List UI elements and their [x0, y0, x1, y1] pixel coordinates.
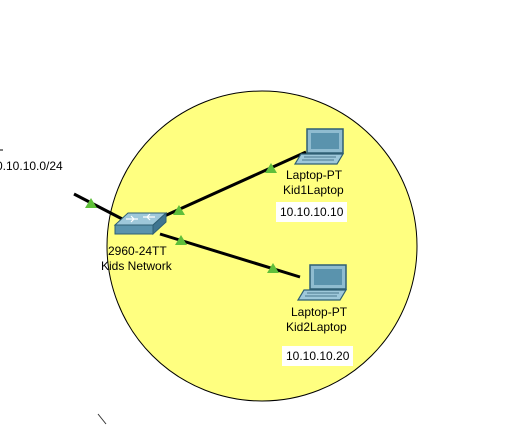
switch-icon[interactable]	[113, 211, 168, 236]
link-indicator-switch-laptop2	[175, 235, 187, 245]
laptop1-name-label: Kid1Laptop	[283, 183, 344, 197]
link-switch-to-laptop1[interactable]	[159, 150, 307, 220]
laptop2-model-label: Laptop-PT	[291, 305, 348, 319]
laptop1-ip-label: 10.10.10.10	[276, 202, 348, 222]
link-indicator-external	[85, 198, 97, 208]
external-subnet-label: 0.10.10.0/24	[0, 156, 67, 176]
link-external-to-switch[interactable]	[73, 192, 129, 224]
laptop-icon[interactable]	[293, 128, 345, 165]
laptop2-ip-label: 10.10.10.20	[282, 346, 354, 366]
laptop1-model-label: Laptop-PT	[286, 168, 343, 182]
link-indicator-laptop2	[267, 263, 279, 273]
cursor-mark	[97, 413, 107, 425]
link-indicator-laptop1	[265, 163, 277, 173]
link-indicator-switch-laptop1	[173, 205, 185, 215]
laptop2-name-label: Kid2Laptop	[286, 320, 347, 334]
network-cluster-area	[106, 90, 418, 402]
laptop-icon[interactable]	[296, 264, 348, 301]
switch-model-label: 2960-24TT	[108, 244, 167, 258]
switch-name-label: Kids Network	[101, 259, 172, 273]
